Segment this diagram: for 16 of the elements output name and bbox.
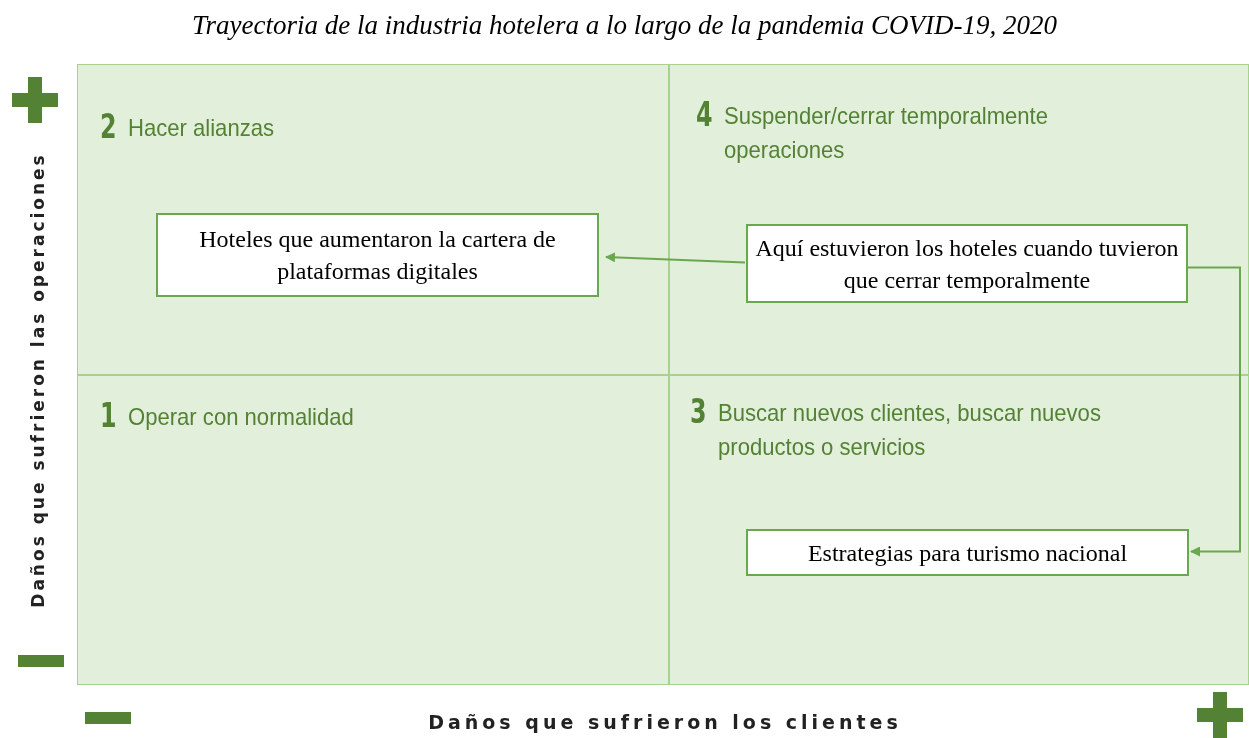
quadrant-panel [669,375,1249,685]
axis-label: Daños que sufrieron las operaciones [28,152,48,608]
note-box: Hoteles que aumentaron la cartera de plataformas digitales [156,213,599,297]
note-box: Estrategias para turismo nacional [746,529,1189,576]
arrow [1186,266,1241,557]
axis-label: Daños que sufrieron los clientes [428,711,902,733]
quadrant-heading: Operar con normalidad [128,402,355,432]
quadrant-heading: Hacer alianzas [128,113,276,143]
quadrant-heading: Suspender/cerrar temporalmente operaciones [724,101,1049,165]
quadrant-panel [77,64,669,375]
quadrant-panel [77,375,669,685]
note-box: Aquí estuvieron los hoteles cuando tuvieron que cerrar temporalmente [746,224,1188,303]
quadrant-heading: Buscar nuevos clientes, buscar nuevos productos o servicios [718,398,1102,462]
chart-title: Trayectoria de la industria hotelera a lo largo de la pandemia COVID-19, 2020 [190,10,1059,41]
arrow [605,252,746,264]
quadrant-panel [669,64,1249,375]
